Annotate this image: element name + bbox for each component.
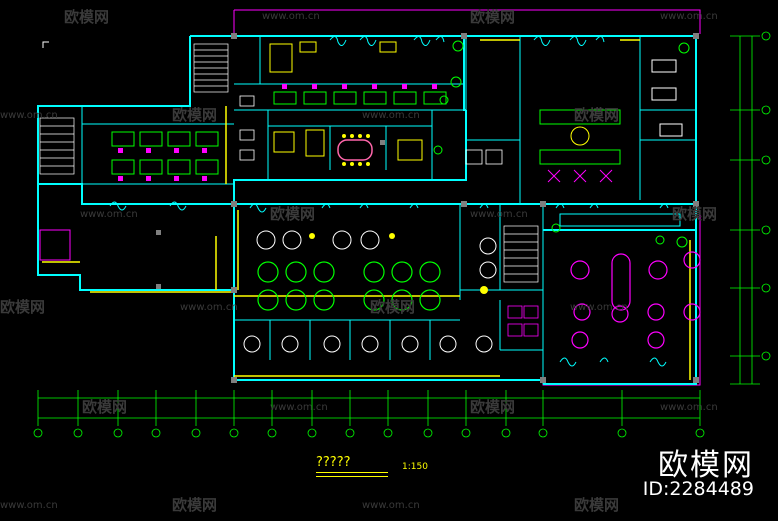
brand-logo-text: 欧模网: [658, 448, 754, 483]
round-tables-green: [257, 261, 441, 311]
columns: [156, 33, 699, 383]
conference-table: [337, 134, 373, 166]
watermark-text: 欧模网: [172, 496, 218, 514]
round-tables-white: [243, 230, 497, 353]
watermark-text: 欧模网: [470, 8, 516, 26]
reception-furniture: [539, 59, 683, 227]
small-tables: [309, 233, 488, 294]
watermark-text: 欧模网: [574, 106, 620, 124]
plants: [433, 40, 690, 248]
watermark-url: www.om.cn: [362, 110, 420, 121]
watermark-url: www.om.cn: [660, 402, 718, 413]
grid-bubbles-right: [761, 31, 771, 361]
curtains: [109, 36, 669, 367]
watermark-text: 欧模网: [470, 398, 516, 416]
stair-left: [39, 117, 75, 175]
stair-top: [193, 43, 229, 93]
grid-bubbles-bottom: [33, 428, 705, 438]
lounge-tables: [570, 251, 701, 349]
watermark-url: www.om.cn: [262, 11, 320, 22]
watermark-url: www.om.cn: [660, 11, 718, 22]
office-desks: [111, 91, 447, 175]
title-underline: [316, 472, 388, 473]
drawing-scale: 1:150: [402, 462, 428, 472]
watermark-url: www.om.cn: [270, 402, 328, 413]
watermark-text: 欧模网: [172, 106, 218, 124]
exterior-walls: [37, 35, 697, 385]
washroom-fixtures: [239, 95, 539, 337]
watermark-url: www.om.cn: [362, 500, 420, 511]
interior-walls: [81, 36, 696, 384]
chairs: [118, 84, 437, 181]
glazing-walls: [42, 39, 691, 380]
watermark-text: 欧模网: [370, 298, 416, 316]
watermark-text: 欧模网: [82, 398, 128, 416]
watermark-url: www.om.cn: [570, 302, 628, 313]
watermark-text: 欧模网: [0, 298, 46, 316]
watermark-text: 欧模网: [270, 205, 316, 223]
star-chairs: [547, 169, 613, 183]
watermark-url: www.om.cn: [0, 110, 58, 121]
dimension-lines-bottom: [37, 390, 701, 426]
watermark-url: www.om.cn: [180, 302, 238, 313]
drawing-title: ?????: [316, 455, 351, 470]
watermark-text: 欧模网: [672, 205, 718, 223]
watermark-url: www.om.cn: [0, 500, 58, 511]
stair-center: [503, 225, 539, 283]
brand-id: ID:2284489: [642, 478, 754, 500]
office-furniture: [39, 41, 423, 261]
title-underline: [316, 476, 388, 477]
corner-mark: [42, 41, 49, 48]
dimension-lines-right: [730, 35, 760, 385]
watermark-text: 欧模网: [64, 8, 110, 26]
watermark-text: 欧模网: [574, 496, 620, 514]
watermark-url: www.om.cn: [80, 209, 138, 220]
watermark-url: www.om.cn: [470, 209, 528, 220]
